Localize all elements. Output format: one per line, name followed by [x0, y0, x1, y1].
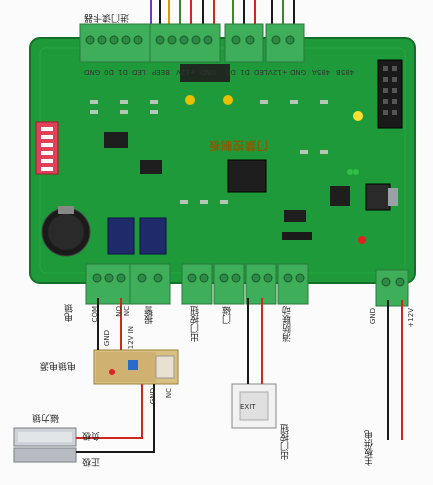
power-pin-12v: +12V: [407, 308, 415, 328]
top-pin-label: 485A: [312, 68, 331, 76]
top-pin-label: LED: [254, 68, 268, 76]
maglock-pos-label: 正极: [82, 456, 101, 466]
exit-button-label: 出门按钮: [281, 424, 291, 460]
psu-pin: NC: [165, 388, 173, 399]
power-pin-gnd: GND: [369, 308, 377, 325]
top-pin-label: D0: [226, 68, 236, 76]
exit-button-face: EXIT: [240, 403, 256, 411]
psu-pin: GND: [103, 330, 111, 347]
wiring: [76, 298, 403, 453]
top-pin-label: 485B: [336, 68, 355, 76]
psu-pin: 12V IN: [127, 326, 135, 350]
maglock-neg-label: 负极: [82, 430, 101, 440]
psu-pin: GND: [149, 388, 157, 405]
exit-terminal-label: 出门按钮: [191, 306, 201, 342]
lock-label: 电锁: [65, 304, 75, 322]
top-pin-label: D1: [240, 68, 250, 76]
top-pin-label: GND: [290, 68, 307, 76]
top-pin-label: BEEP: [152, 68, 170, 76]
top-pin-label: GND: [84, 68, 101, 76]
lock-pin-nc: NC: [123, 306, 131, 317]
top-pin-label: +12V: [268, 68, 288, 76]
lock-power-label: 电锁电源: [40, 360, 77, 370]
top-pin-label: +12V: [176, 68, 196, 76]
top-pin-label: D1: [118, 68, 128, 76]
board-title: 门禁控制板: [208, 139, 268, 152]
relay-1: [107, 217, 135, 255]
maglock-label: 磁力锁: [32, 412, 60, 422]
reader-label: 进门读卡器: [84, 12, 130, 22]
top-terminal-blocks: [79, 23, 305, 63]
door-sensor-label: 门磁: [223, 306, 233, 324]
relay-2: [139, 217, 167, 255]
fire-link-label: 消防联动: [283, 306, 293, 342]
main-chip: [227, 159, 267, 193]
top-pin-label: GND: [200, 68, 217, 76]
top-pin-label: D0: [104, 68, 114, 76]
top-pin-label: LED: [132, 68, 146, 76]
bottom-terminal-blocks: [85, 263, 409, 307]
lock-pin-no: NO: [115, 306, 123, 317]
regulator: [365, 183, 391, 211]
top-terminal-screws: [85, 35, 295, 45]
lock-pin-com: COM: [91, 306, 99, 323]
ribbon-header: [377, 59, 403, 129]
power-supply-label: 主板供电: [365, 430, 375, 466]
alarm-label: 报警: [145, 306, 155, 324]
